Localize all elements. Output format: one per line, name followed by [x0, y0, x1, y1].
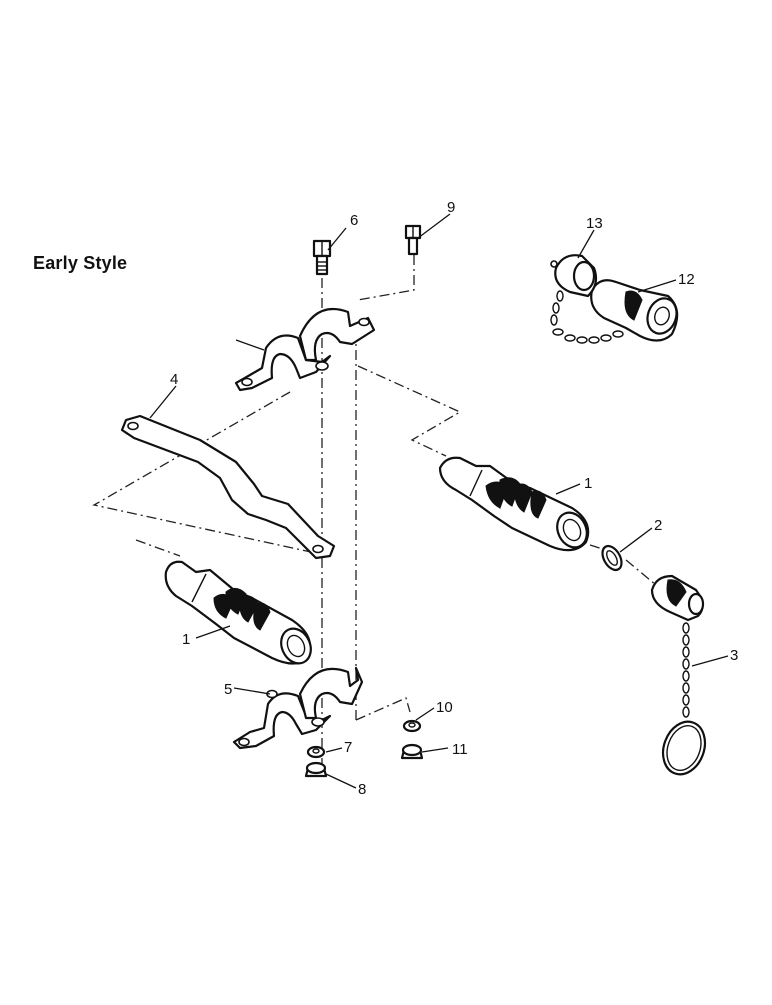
bolt-9 — [404, 224, 422, 256]
coupler-right — [438, 456, 590, 552]
upper-clamp — [234, 307, 376, 392]
callouts: 6 9 13 12 4 1 2 1 3 5 10 7 11 8 — [170, 199, 738, 798]
lower-clamp — [232, 666, 364, 750]
washer-10 — [402, 719, 422, 733]
nut-8 — [304, 761, 328, 778]
callout-1-right: 1 — [584, 475, 592, 492]
callout-6: 6 — [350, 212, 358, 229]
callout-11: 11 — [452, 741, 468, 758]
callout-3: 3 — [730, 647, 738, 664]
diagram-title: Early Style — [33, 253, 128, 273]
callout-1-left: 1 — [182, 631, 190, 648]
callout-4: 4 — [170, 371, 178, 388]
callout-5: 5 — [224, 681, 232, 698]
cap-chain — [550, 290, 624, 344]
callout-2: 2 — [654, 517, 662, 534]
o-ring-2 — [601, 544, 623, 572]
nut-11 — [400, 743, 424, 760]
callout-10: 10 — [436, 699, 453, 716]
callout-13: 13 — [586, 215, 603, 232]
chain — [682, 622, 690, 718]
washer-7 — [306, 745, 326, 759]
callout-9: 9 — [447, 199, 455, 216]
callout-8: 8 — [358, 781, 366, 798]
dust-cap-3 — [650, 574, 707, 776]
male-tip-12 — [590, 279, 679, 342]
leader-lines — [149, 213, 729, 789]
coupler-left — [164, 560, 312, 665]
bolt-6 — [312, 239, 332, 276]
callout-7: 7 — [344, 739, 352, 756]
callout-12: 12 — [678, 271, 695, 288]
cap-13 — [550, 254, 624, 344]
bracket-4 — [120, 414, 336, 560]
